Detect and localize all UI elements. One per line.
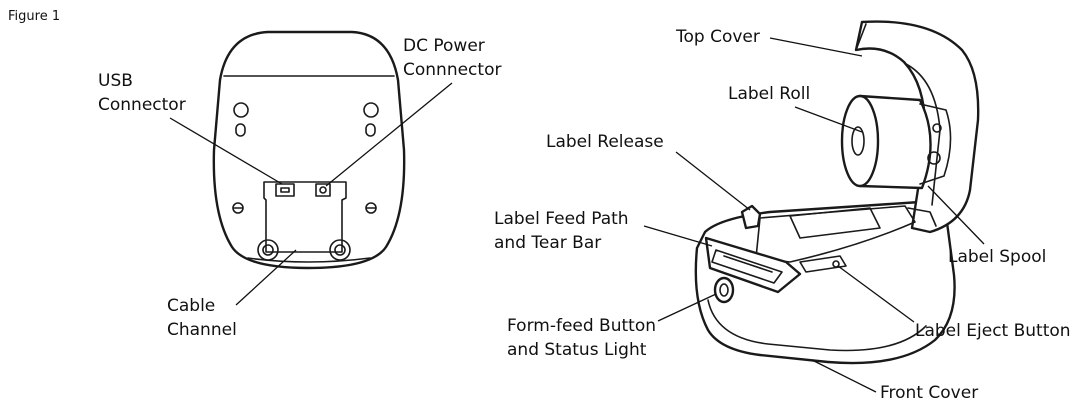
top-cover-edge (855, 23, 867, 51)
figure-label: Figure 1 (8, 9, 60, 24)
cable-channel-label-line2: Channel (167, 320, 237, 340)
usb-connector-label-line1: USB (98, 71, 133, 91)
printer-base (694, 200, 956, 365)
dc-power-label-line2: Connnector (403, 60, 501, 80)
hinge (907, 207, 937, 227)
usb-port-inner (280, 187, 290, 193)
dc-power-leader (325, 82, 453, 187)
front-cover-leader (811, 359, 877, 393)
label-release-leader (675, 151, 751, 211)
form-feed-label-line1: Form-feed Button (507, 316, 656, 336)
usb-connector-leader (169, 117, 283, 185)
dc-power-pin (319, 186, 327, 194)
cable-channel-leader (235, 249, 297, 306)
front-cover-label: Front Cover (880, 383, 978, 403)
label-release-label: Label Release (546, 132, 664, 152)
dc-power-port (315, 183, 331, 197)
label-roll (840, 94, 932, 190)
foot-top-right (363, 102, 379, 137)
label-eject-button (799, 255, 847, 273)
label-roll-leader (794, 106, 863, 133)
screw-left (232, 202, 244, 214)
bottom-body-outline (212, 30, 406, 270)
label-eject-leader (837, 265, 915, 323)
label-feed-bed (755, 205, 916, 263)
feed-path-label-line1: Label Feed Path (494, 209, 629, 229)
top-cover-leader (769, 37, 863, 57)
screw-right (365, 202, 377, 214)
label-release-lever (740, 204, 762, 230)
tear-bar-slot-inner (723, 255, 773, 273)
label-eject-label: Label Eject Button (915, 321, 1071, 341)
bottom-lower-band (247, 257, 371, 263)
printer-perspective-view (694, 20, 980, 365)
feed-path-leader (643, 225, 713, 247)
form-feed-button (713, 276, 735, 304)
feed-path-label-line2: and Tear Bar (494, 233, 601, 253)
cable-channel-label-line1: Cable (167, 296, 215, 316)
form-feed-label-line2: and Status Light (507, 340, 647, 360)
label-spool (919, 103, 952, 185)
usb-port (275, 183, 295, 197)
label-spool-leader (927, 185, 985, 245)
label-roll-label: Label Roll (728, 84, 810, 104)
label-spool-label: Label Spool (948, 247, 1046, 267)
cable-channel-outline (263, 181, 347, 253)
usb-connector-label-line2: Connector (98, 95, 186, 115)
form-feed-leader (657, 293, 717, 322)
label-paper (789, 207, 881, 239)
tear-bar-slot (711, 249, 783, 284)
printer-bottom-view (212, 30, 406, 270)
front-cover-curve (707, 299, 927, 352)
foot-bottom-right (329, 239, 351, 261)
foot-top-left (233, 102, 249, 137)
dc-power-label-line1: DC Power (403, 36, 485, 56)
top-cover-label: Top Cover (675, 27, 760, 47)
